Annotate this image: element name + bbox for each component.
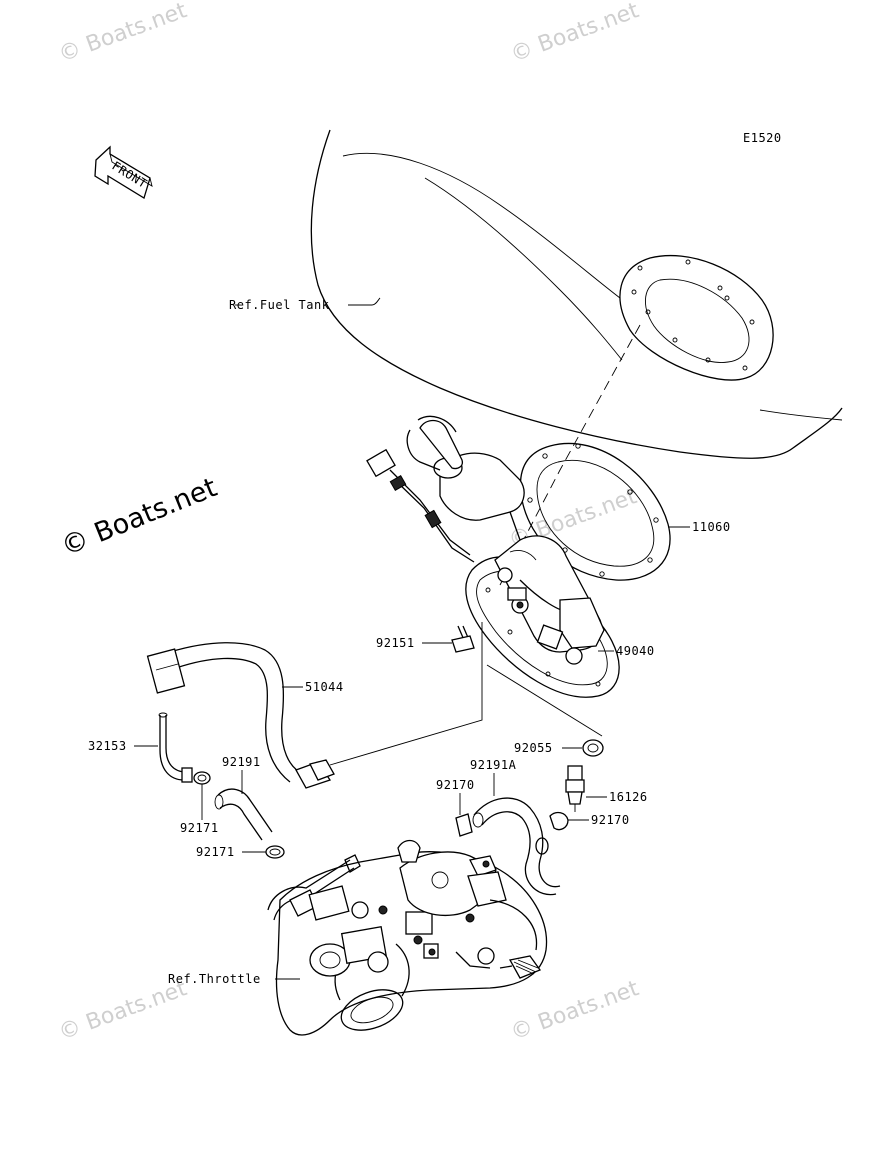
label-49040: 49040 bbox=[616, 644, 655, 658]
label-11060: 11060 bbox=[692, 520, 731, 534]
fuel-pump-assembly-49040 bbox=[366, 415, 620, 698]
label-32153: 32153 bbox=[88, 739, 127, 753]
label-16126: 16126 bbox=[609, 790, 648, 804]
watermarks: © Boats.net © Boats.net © Boats.net © Bo… bbox=[56, 0, 643, 1046]
label-92055: 92055 bbox=[514, 741, 553, 755]
watermark-bottom-right: © Boats.net bbox=[508, 976, 643, 1046]
label-92151: 92151 bbox=[376, 636, 415, 650]
label-92171-top: 92171 bbox=[180, 821, 219, 835]
watermark-top-left: © Boats.net bbox=[56, 0, 191, 68]
label-92170-left: 92170 bbox=[436, 778, 475, 792]
throttle-body bbox=[267, 839, 548, 1036]
hose-92191a bbox=[472, 797, 561, 896]
o-ring-92055 bbox=[582, 739, 604, 757]
pipe-32153 bbox=[158, 712, 193, 783]
label-ref-fuel-tank: Ref.Fuel Tank bbox=[229, 298, 330, 312]
clamp-92171-top bbox=[193, 771, 211, 785]
clamp-92171-bottom bbox=[265, 845, 285, 859]
fuel-tank-outline bbox=[310, 129, 843, 459]
clip-92170-right bbox=[549, 811, 569, 831]
label-ref-throttle: Ref.Throttle bbox=[168, 972, 261, 986]
watermark-top-right: © Boats.net bbox=[508, 0, 643, 68]
label-51044: 51044 bbox=[305, 680, 344, 694]
sensor-16126 bbox=[565, 765, 585, 812]
watermark-bottom-left: © Boats.net bbox=[56, 976, 191, 1046]
label-92191a: 92191A bbox=[470, 758, 517, 772]
label-92170-right: 92170 bbox=[591, 813, 630, 827]
hose-92191 bbox=[214, 788, 273, 841]
label-92191: 92191 bbox=[222, 755, 261, 769]
diagram-code: E1520 bbox=[743, 131, 782, 145]
watermark-left-large: © Boats.net bbox=[57, 472, 221, 562]
clip-92170-left bbox=[455, 813, 473, 837]
bolt-92151 bbox=[451, 625, 475, 653]
label-92171-bottom: 92171 bbox=[196, 845, 235, 859]
front-arrow-icon: FRONT bbox=[94, 145, 153, 199]
fuel-hose-51044 bbox=[146, 642, 335, 789]
